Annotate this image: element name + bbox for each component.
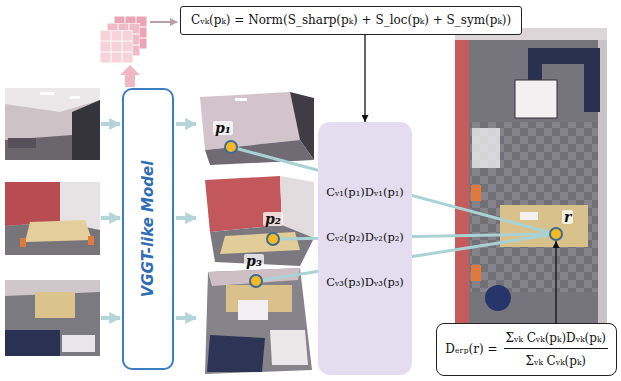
- room-floor: [455, 28, 607, 332]
- floor: [205, 268, 312, 374]
- cube-layer: [100, 30, 133, 63]
- rug: [62, 335, 95, 352]
- confidence-volume: [100, 16, 147, 63]
- point-map: [205, 176, 314, 266]
- input-photo: [5, 182, 100, 255]
- fusion-formula-box: Dₑᵣₚ(r) = Σᵥₖ Cᵥₖ(pₖ)Dᵥₖ(pₖ) Σᵥₖ Cᵥₖ(pₖ): [436, 323, 617, 376]
- photo-ground: [5, 182, 100, 255]
- floor: [205, 140, 314, 165]
- table: [35, 292, 75, 318]
- room-reconstruction: [455, 28, 607, 332]
- model-label: VGGT-like Model: [139, 161, 157, 298]
- weighted-depth-band: Cᵥ₁(p₁)Dᵥ₁(p₁) Cᵥ₂(p₂)Dᵥ₂(p₂) Cᵥ₃(p₃)Dᵥ₃(p…: [318, 122, 412, 375]
- hat: [485, 285, 511, 311]
- point-marker: p₂: [266, 232, 280, 246]
- arrow: [150, 21, 177, 23]
- formula-text: Σᵥₖ Cᵥₖ(pₖ): [504, 352, 609, 369]
- red-wall: [205, 176, 282, 232]
- weighted-depth-term: Cᵥ₃(p₃)Dᵥ₃(p₃): [326, 276, 404, 290]
- arrow-connector: [555, 241, 556, 323]
- arrow: [176, 216, 196, 220]
- point-marker: p₁: [224, 140, 238, 154]
- light: [235, 98, 247, 101]
- formula-text: Dₑᵣₚ(r) =: [445, 342, 497, 357]
- arrow: [176, 316, 196, 320]
- dark-wall: [72, 100, 100, 160]
- formula-box: Cᵥₖ(pₖ) = Norm(S_sharp(pₖ) + S_loc(pₖ) +…: [180, 6, 522, 35]
- point-marker: p₃: [249, 274, 263, 288]
- point-label: p₂: [263, 212, 283, 226]
- formula-text: Cᵥₖ(pₖ) = Norm(S_sharp(pₖ) + S_loc(pₖ) +…: [191, 12, 511, 29]
- input-photo: [5, 88, 100, 160]
- weighted-depth-term: Cᵥ₂(p₂)Dᵥ₂(p₂): [326, 231, 404, 245]
- tile-floor: [470, 122, 598, 292]
- arrow-connector: [364, 35, 365, 122]
- table: [220, 232, 300, 254]
- paper: [238, 300, 268, 320]
- floor: [5, 280, 100, 356]
- point-label: p₁: [213, 121, 233, 135]
- weighted-depth-term: Cᵥ₁(p₁)Dᵥ₁(p₁): [326, 186, 404, 200]
- point-map: [205, 268, 312, 374]
- chair: [471, 265, 481, 281]
- wall: [200, 92, 300, 150]
- coffee-table: [515, 80, 557, 118]
- sofa: [528, 64, 542, 82]
- chair: [88, 236, 94, 245]
- arrow: [176, 122, 196, 126]
- up-arrow: [120, 65, 140, 87]
- red-wall: [5, 182, 60, 226]
- arrow: [101, 316, 120, 320]
- arrow: [101, 216, 120, 220]
- sofa: [8, 138, 36, 148]
- arrow: [101, 122, 120, 126]
- laptop: [520, 212, 538, 220]
- point-label: r: [562, 210, 573, 224]
- light: [70, 96, 80, 99]
- input-photo: [5, 280, 100, 356]
- model-box: VGGT-like Model: [122, 88, 174, 370]
- formula-text: Σᵥₖ Cᵥₖ(pₖ)Dᵥₖ(pₖ): [504, 331, 609, 349]
- rug: [270, 330, 308, 365]
- sparse-points: [472, 128, 500, 168]
- sofa: [5, 330, 60, 356]
- floor: [5, 135, 72, 160]
- photo-ground: [5, 88, 100, 160]
- light: [40, 92, 54, 95]
- point-label: p₃: [244, 254, 264, 268]
- chair: [20, 238, 26, 247]
- red-wall: [455, 40, 469, 302]
- sofa: [207, 335, 265, 372]
- point-marker: r: [549, 227, 563, 241]
- table: [25, 220, 92, 242]
- chair: [471, 185, 481, 201]
